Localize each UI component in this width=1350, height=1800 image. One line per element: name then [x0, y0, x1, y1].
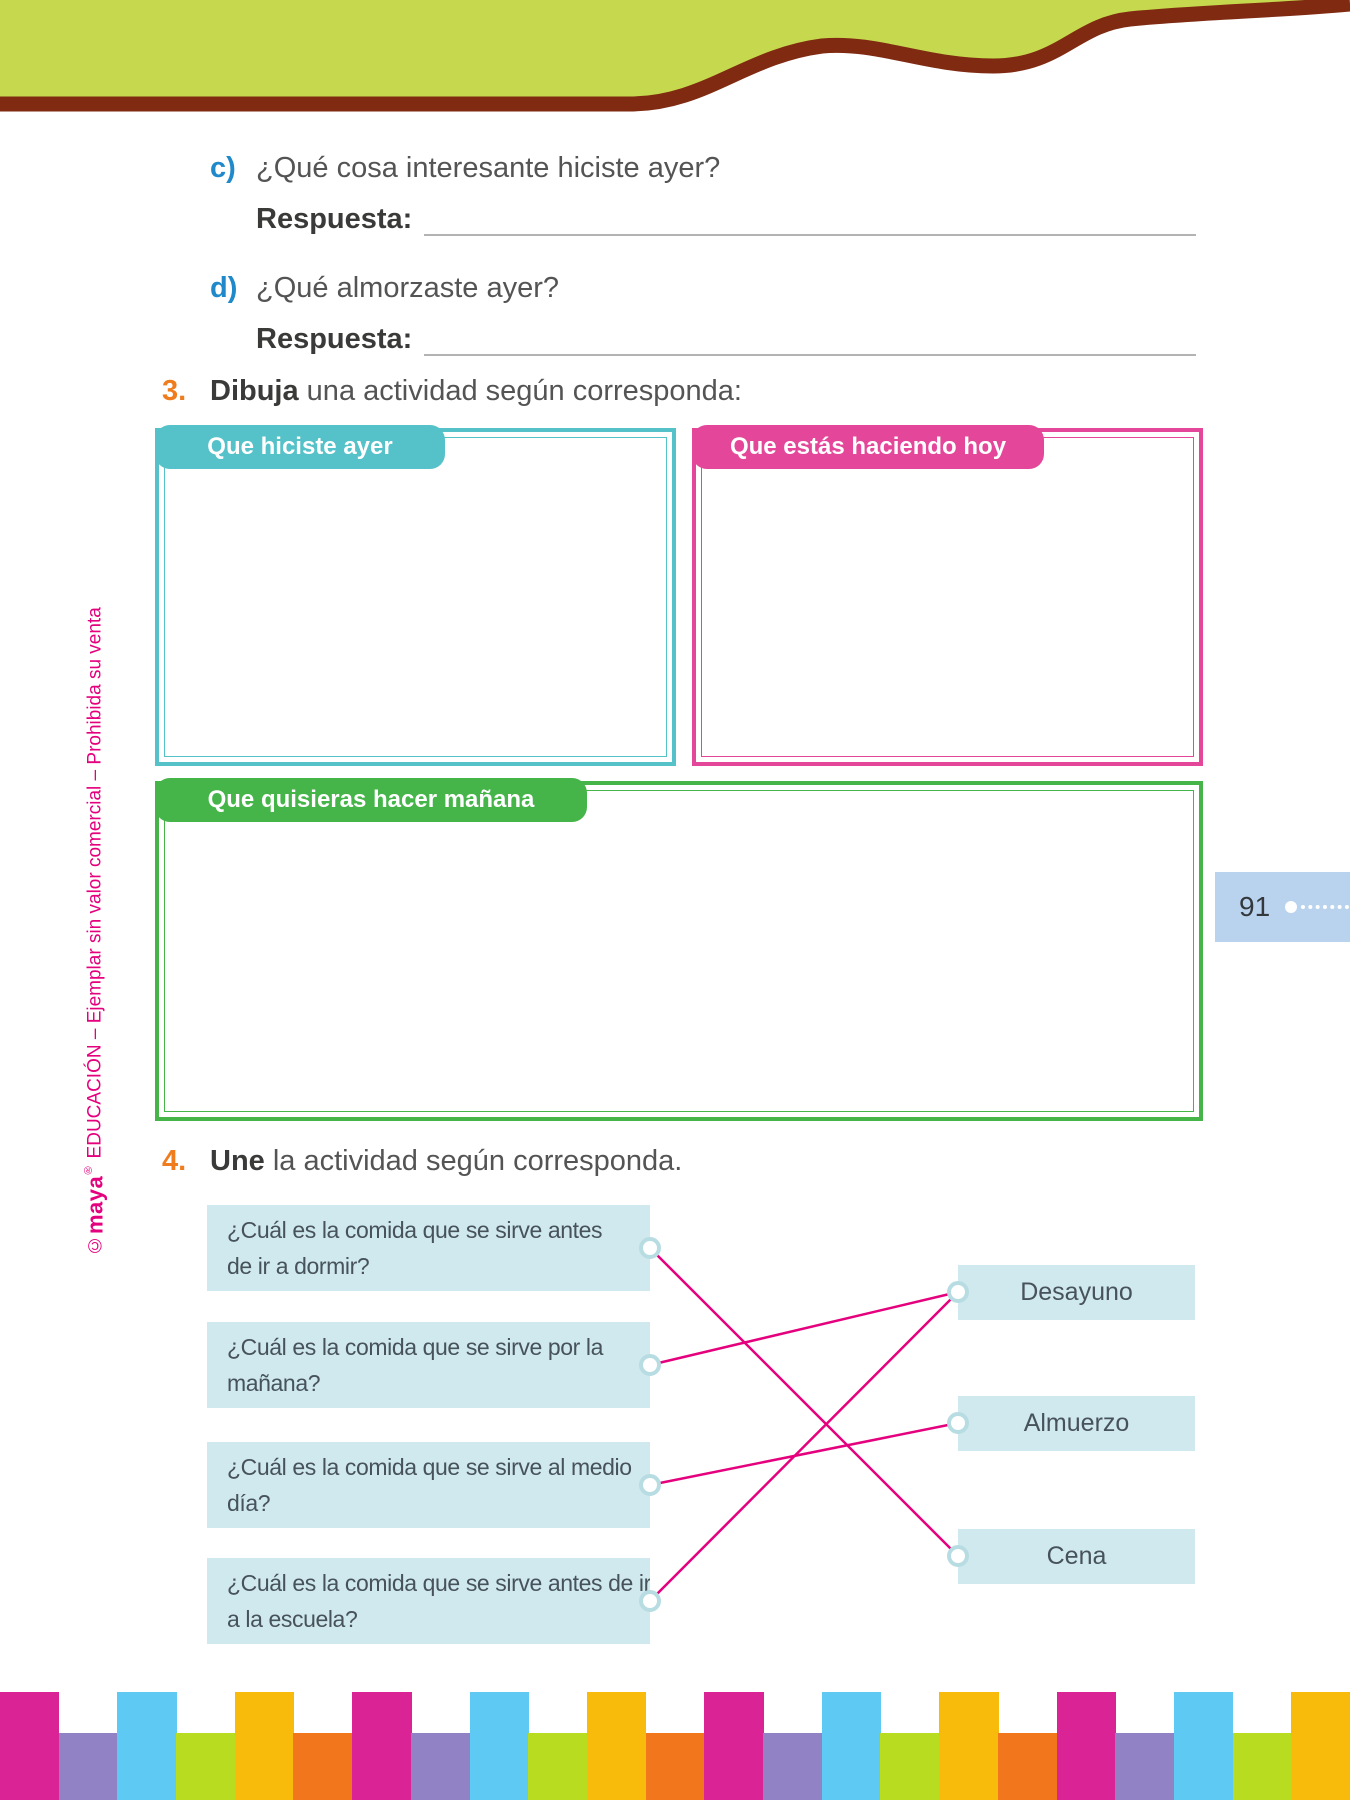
- answer-label: Respuesta:: [256, 203, 413, 235]
- page-tab-dot: [1285, 901, 1297, 913]
- question-c-answer-row: Respuesta:: [256, 200, 1196, 236]
- answer-connector-dot[interactable]: [947, 1545, 969, 1567]
- section-3-number: 3.: [162, 375, 187, 407]
- drawing-box-tomorrow-label: Que quisieras hacer mañana: [155, 778, 587, 822]
- match-question-mediodia: ¿Cuál es la comida que se sirve al medio…: [207, 1442, 650, 1528]
- registered-symbol: ®: [82, 1163, 94, 1176]
- match-line: [649, 1291, 959, 1602]
- fence-bar: [293, 1733, 353, 1800]
- answer-connector-dot[interactable]: [947, 1412, 969, 1434]
- match-question-escuela: ¿Cuál es la comida que se sirve antes de…: [207, 1558, 650, 1644]
- fence-bar: [469, 1692, 529, 1800]
- match-answer-almuerzo: Almuerzo: [958, 1396, 1195, 1451]
- fence-bar: [1056, 1692, 1116, 1800]
- publisher-logo: maya: [82, 1175, 108, 1234]
- answer-blank-line[interactable]: [424, 320, 1196, 356]
- question-c-text: ¿Qué cosa interesante hiciste ayer?: [256, 152, 721, 184]
- section-4-heading: Une la actividad según corresponda.: [210, 1145, 682, 1178]
- sidebar-legal-text: EDUCACIÓN – Ejemplar sin valor comercial…: [84, 607, 106, 1164]
- fence-bar: [645, 1733, 706, 1800]
- answer-label: Respuesta:: [256, 323, 413, 355]
- wave-fill: [0, 0, 1350, 104]
- section-4-verb: Une: [210, 1145, 265, 1177]
- fence-bar: [763, 1733, 823, 1800]
- drawing-box-inner-frame: [164, 790, 1194, 1112]
- drawing-box-yesterday[interactable]: [155, 428, 676, 766]
- fence-bar: [1115, 1733, 1175, 1800]
- drawing-box-inner-frame: [164, 437, 667, 757]
- page-tab-dotted-line: [1301, 905, 1349, 909]
- drawing-box-today-label: Que estás haciendo hoy: [692, 425, 1044, 469]
- match-line: [649, 1247, 959, 1557]
- match-question-line: ¿Cuál es la comida que se sirve antes de…: [227, 1570, 650, 1596]
- fence-bar: [176, 1733, 236, 1800]
- page-number: 91: [1239, 891, 1271, 922]
- copyright-symbol: ©: [84, 1234, 106, 1255]
- question-connector-dot[interactable]: [639, 1354, 661, 1376]
- match-line: [649, 1421, 959, 1487]
- section-3-heading: Dibuja una actividad según corresponda:: [210, 375, 742, 408]
- match-question-line: ¿Cuál es la comida que se sirve antes: [227, 1217, 603, 1243]
- drawing-box-tomorrow[interactable]: [155, 781, 1203, 1121]
- section-3-verb: Dibuja: [210, 375, 299, 407]
- question-d-answer-row: Respuesta:: [256, 320, 1196, 356]
- footer-fence-decoration: [0, 1692, 1350, 1800]
- match-answer-desayuno: Desayuno: [958, 1265, 1195, 1320]
- wave-stroke: [0, 0, 1350, 112]
- fence-bar: [58, 1733, 119, 1800]
- fence-bar: [1173, 1692, 1234, 1800]
- drawing-box-today[interactable]: [692, 428, 1203, 766]
- match-question-line: a la escuela?: [227, 1606, 358, 1632]
- match-question-line: día?: [227, 1490, 271, 1516]
- match-answer-cena: Cena: [958, 1529, 1195, 1584]
- sidebar-imprint: ©maya® EDUCACIÓN – Ejemplar sin valor co…: [82, 560, 108, 1255]
- fence-bar: [1291, 1692, 1350, 1800]
- section-3-rest: una actividad según corresponda:: [298, 375, 742, 407]
- match-question-line: de ir a dormir?: [227, 1253, 370, 1279]
- match-question-line: ¿Cuál es la comida que se sirve al medio: [227, 1454, 632, 1480]
- match-question-manana: ¿Cuál es la comida que se sirve por la m…: [207, 1322, 650, 1408]
- question-c-letter: c): [210, 152, 236, 184]
- fence-bar: [0, 1692, 60, 1800]
- match-question-line: ¿Cuál es la comida que se sirve por la: [227, 1334, 603, 1360]
- fence-bar: [997, 1733, 1058, 1800]
- fence-bar: [880, 1733, 940, 1800]
- fence-bar: [1232, 1733, 1292, 1800]
- question-d-letter: d): [210, 272, 238, 304]
- fence-bar: [821, 1692, 882, 1800]
- page-number-tab: 91: [1215, 872, 1350, 942]
- answer-blank-line[interactable]: [424, 200, 1196, 236]
- match-line: [649, 1290, 959, 1367]
- question-connector-dot[interactable]: [639, 1590, 661, 1612]
- fence-bar: [586, 1692, 647, 1800]
- fence-bar: [234, 1692, 295, 1800]
- match-question-dormir: ¿Cuál es la comida que se sirve antes de…: [207, 1205, 650, 1291]
- fence-bar: [117, 1692, 177, 1800]
- header-wave-band: [0, 0, 1350, 112]
- question-connector-dot[interactable]: [639, 1237, 661, 1259]
- fence-bar: [704, 1692, 764, 1800]
- fence-bar: [528, 1733, 588, 1800]
- question-connector-dot[interactable]: [639, 1474, 661, 1496]
- drawing-box-inner-frame: [701, 437, 1194, 757]
- fence-bar: [352, 1692, 412, 1800]
- match-question-line: mañana?: [227, 1370, 321, 1396]
- question-d-text: ¿Qué almorzaste ayer?: [256, 272, 560, 304]
- section-4-number: 4.: [162, 1145, 187, 1177]
- drawing-box-yesterday-label: Que hiciste ayer: [155, 425, 445, 469]
- answer-connector-dot[interactable]: [947, 1281, 969, 1303]
- section-4-rest: la actividad según corresponda.: [264, 1145, 683, 1177]
- fence-bar: [939, 1692, 999, 1800]
- fence-bar: [410, 1733, 471, 1800]
